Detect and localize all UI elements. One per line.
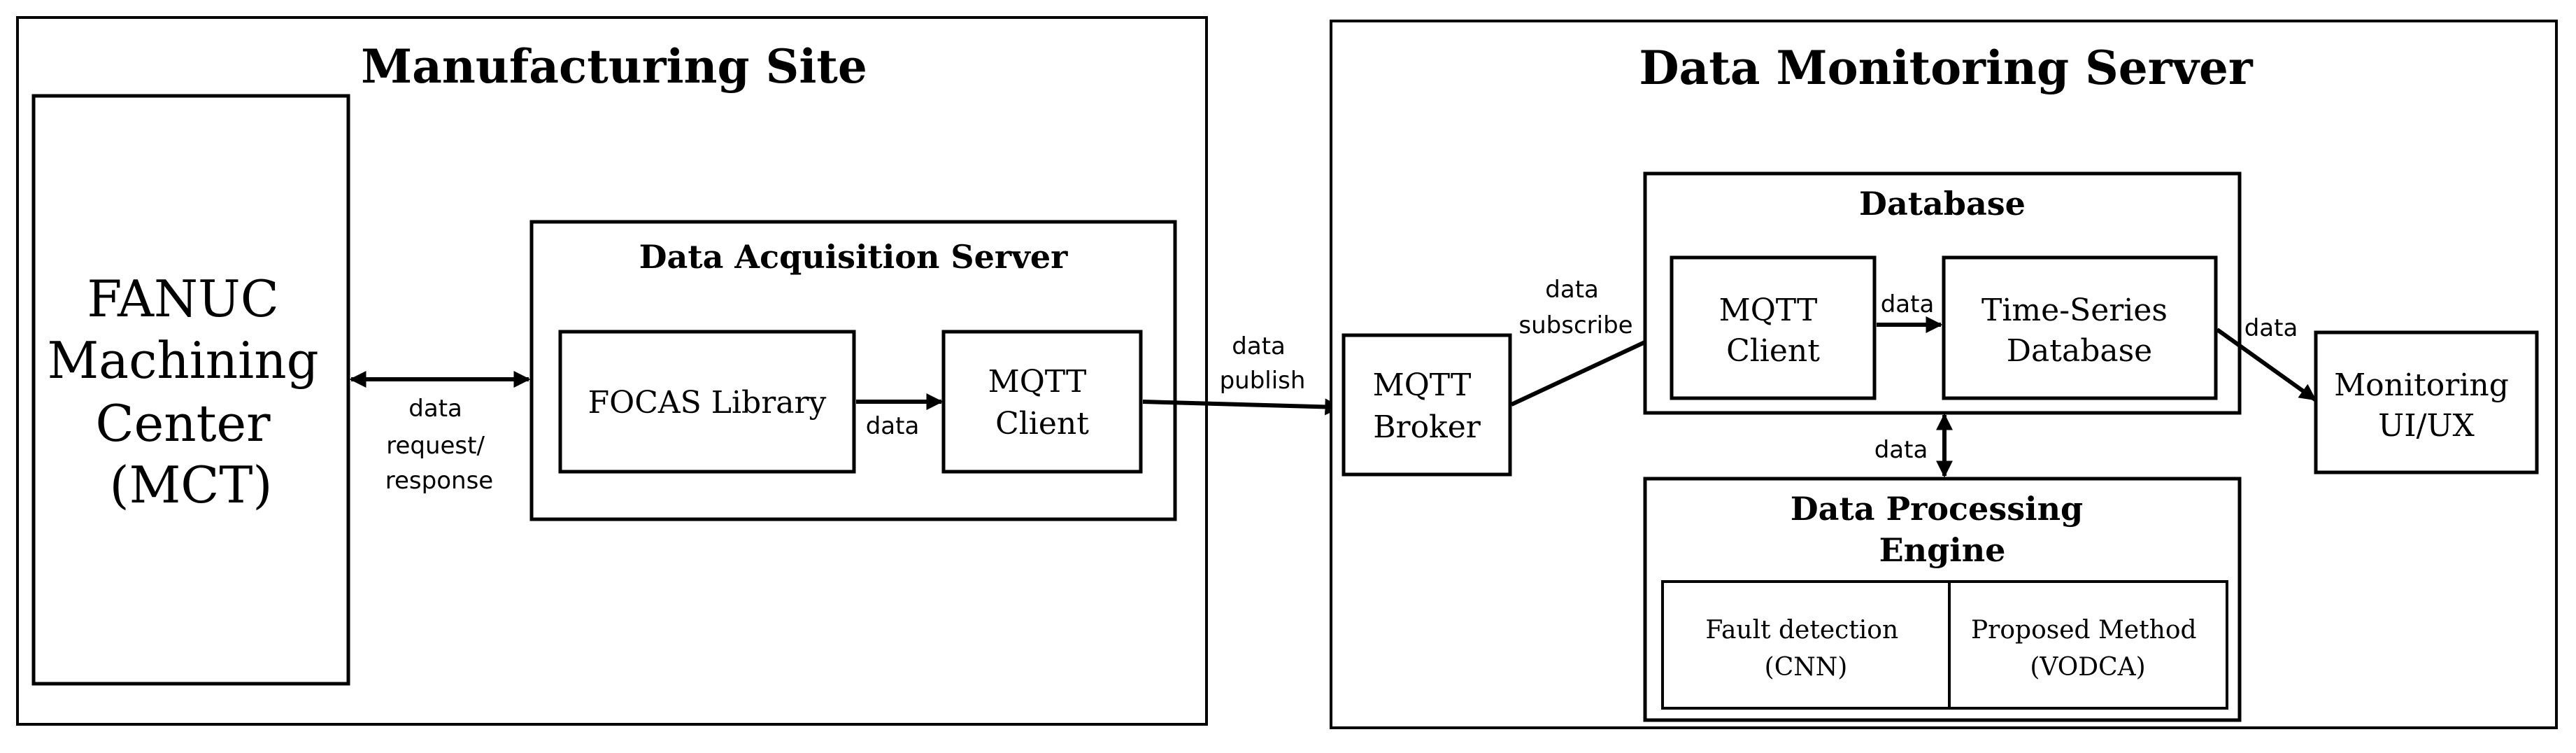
request-response-arrow: data request/ response <box>349 371 531 495</box>
fault-detection-label: Fault detection (CNN) <box>1705 616 1906 682</box>
database-mqtt-client-label: MQTT Client <box>1719 293 1828 369</box>
database-title: Database <box>1859 185 2026 223</box>
db-to-ui-label: data <box>2244 314 2298 342</box>
proposed-method-label: Proposed Method (VODCA) <box>1971 616 2205 682</box>
fanuc-machining-center-box: FANUC Machining Center (MCT) <box>31 94 350 686</box>
data-processing-engine-title: Data Processing Engine <box>1791 490 2094 569</box>
publish-arrow: data publish <box>1142 332 1342 416</box>
monitoring-ui-box: Monitoring UI/UX <box>2314 330 2539 474</box>
focas-library-label: FOCAS Library <box>588 385 827 421</box>
request-response-label: data request/ response <box>385 395 493 495</box>
timeseries-database-box: Time-Series Database <box>1942 255 2218 400</box>
manufacturing-site-title: Manufacturing Site <box>361 39 867 94</box>
db-engine-label: data <box>1874 436 1928 464</box>
acquisition-mqtt-client-box: MQTT Client <box>941 330 1143 474</box>
monitoring-ui-label: Monitoring UI/UX <box>2334 367 2519 444</box>
database-mqtt-client-box: MQTT Client <box>1670 255 1877 400</box>
db-to-ui-arrow: data <box>2216 314 2317 402</box>
data-monitoring-server-title: Data Monitoring Server <box>1639 41 2254 95</box>
client-to-timeseries-arrow: data <box>1877 290 1943 333</box>
mqtt-broker-box: MQTT Broker <box>1342 333 1512 477</box>
data-acquisition-server-title: Data Acquisition Server <box>639 238 1068 276</box>
acquisition-mqtt-client-label: MQTT Client <box>988 364 1097 442</box>
db-engine-arrow: data <box>1874 413 1953 478</box>
publish-label: data publish <box>1220 332 1306 395</box>
focas-library-box: FOCAS Library <box>558 330 856 474</box>
timeseries-database-label: Time-Series Database <box>1981 293 2177 369</box>
mqtt-broker-label: MQTT Broker <box>1373 367 1481 445</box>
proposed-method-cell: Proposed Method (VODCA) <box>1948 580 2228 710</box>
fanuc-label: FANUC Machining Center (MCT) <box>47 269 334 514</box>
focas-to-mqtt-arrow: data <box>856 393 944 440</box>
subscribe-label: data subscribe <box>1518 276 1632 339</box>
fault-detection-cell: Fault detection (CNN) <box>1661 580 1951 710</box>
client-to-timeseries-label: data <box>1881 290 1935 318</box>
focas-to-mqtt-label: data <box>866 412 920 440</box>
